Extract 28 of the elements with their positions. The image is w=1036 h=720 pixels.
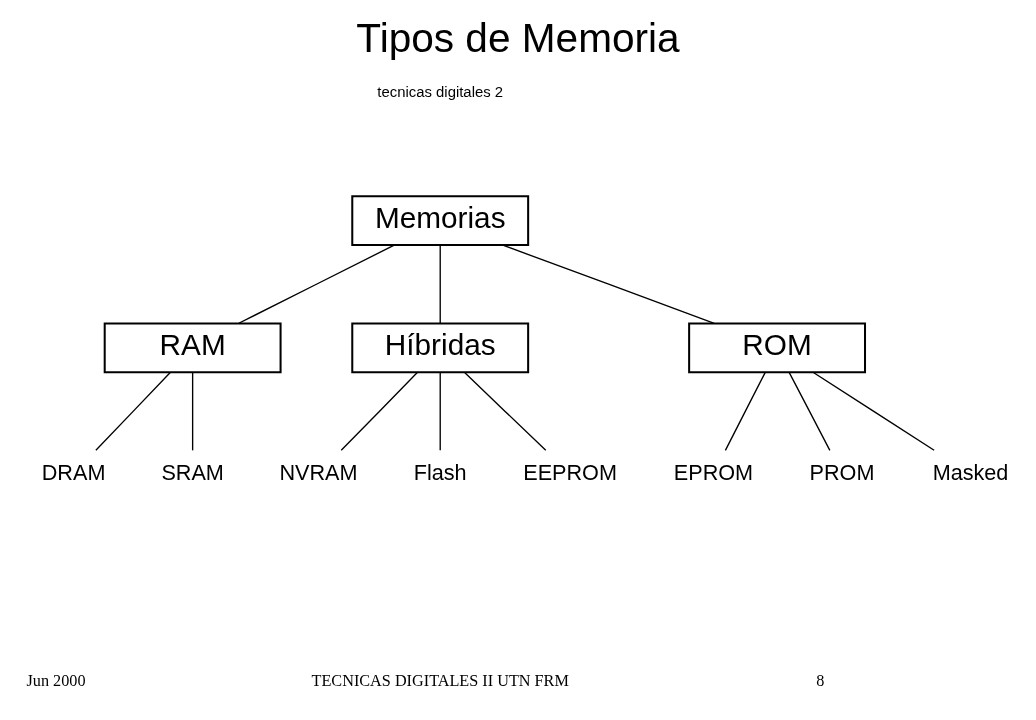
connector bbox=[502, 244, 715, 324]
connector bbox=[439, 244, 441, 324]
node-text: DRAM bbox=[41, 460, 106, 486]
label: TECNICAS DIGITALES II UTN FRM bbox=[311, 672, 569, 691]
connector bbox=[724, 371, 766, 451]
node-box: Híbridas bbox=[351, 322, 530, 374]
connector bbox=[238, 244, 395, 324]
node-text: EPROM bbox=[673, 460, 754, 486]
node-box: RAM bbox=[103, 322, 282, 374]
node-text: SRAM bbox=[161, 460, 224, 486]
node-box: Memorias bbox=[351, 195, 530, 247]
connector bbox=[788, 371, 831, 451]
node-text: Flash bbox=[413, 460, 467, 486]
label: Jun 2000 bbox=[26, 672, 86, 691]
connector bbox=[439, 371, 441, 451]
node-text: PROM bbox=[809, 460, 875, 486]
node-text: NVRAM bbox=[279, 460, 358, 486]
connector bbox=[812, 371, 935, 451]
diagram-title: Tipos de Memoria bbox=[356, 14, 680, 61]
label: tecnicas digitales 2 bbox=[377, 84, 504, 101]
node-text: Masked bbox=[932, 460, 1009, 486]
label: 8 bbox=[816, 672, 825, 691]
connector bbox=[191, 371, 194, 451]
connector bbox=[95, 371, 171, 451]
node-box: ROM bbox=[688, 322, 867, 374]
connector bbox=[340, 371, 418, 451]
node-text: EEPROM bbox=[523, 460, 617, 486]
connector bbox=[463, 371, 547, 451]
